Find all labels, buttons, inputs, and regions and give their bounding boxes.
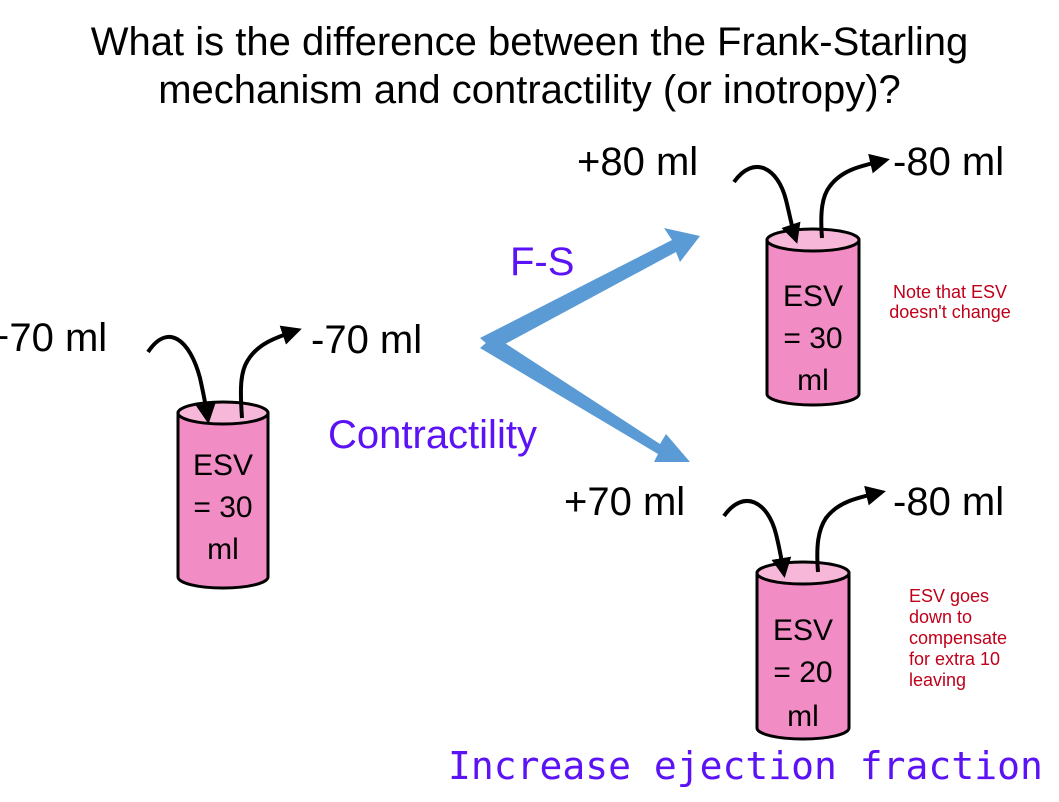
contractility-note-line-1: ESV goes [909, 586, 990, 606]
title-line-2: mechanism and contractility (or inotropy… [158, 68, 901, 112]
contractility-note-line-3: compensate [909, 628, 1008, 648]
contractility-esv-line-3: ml [787, 700, 819, 733]
fs-branch-arrow [480, 228, 700, 350]
conclusion-label: Increase ejection fraction [448, 744, 1043, 788]
baseline-inflow-arrow [146, 334, 216, 424]
contractility-inflow-arrow [722, 499, 792, 578]
baseline-esv-line-2: = 30 [193, 491, 253, 524]
baseline-esv-line-3: ml [207, 533, 239, 566]
contractility-note-line-4: for extra 10 [909, 649, 1001, 669]
contractility-note-line-2: down to [909, 607, 973, 627]
fs-outflow-label: -80 ml [893, 140, 1005, 184]
contractility-cylinder [755, 560, 851, 741]
fs-outflow-arrow [819, 153, 890, 239]
baseline-esv-line-1: ESV [192, 449, 254, 482]
fs-note-line-2: doesn't change [889, 302, 1011, 322]
contractility-esv-line-1: ESV [772, 614, 834, 647]
baseline-outflow-arrow [238, 325, 302, 419]
baseline-outflow-label: -70 ml [311, 318, 423, 362]
contractility-note-line-5: leaving [909, 670, 967, 690]
fs-esv-line-3: ml [797, 364, 829, 397]
contractility-outflow-label: -80 ml [893, 480, 1005, 524]
baseline-inflow-label: +70 ml [0, 316, 108, 360]
fs-inflow-label: +80 ml [577, 140, 699, 184]
fs-note-line-1: Note that ESV [892, 282, 1008, 302]
contractility-branch-label: Contractility [328, 413, 537, 457]
fs-inflow-arrow [732, 165, 801, 244]
fs-esv-line-2: = 30 [783, 322, 843, 355]
contractility-inflow-label: +70 ml [564, 480, 686, 524]
contractility-outflow-arrow [815, 485, 886, 573]
contractility-esv-line-2: = 20 [773, 656, 833, 689]
fs-esv-line-1: ESV [782, 280, 844, 313]
title-line-1: What is the difference between the Frank… [90, 20, 969, 64]
fs-branch-label: F-S [510, 240, 575, 284]
contractility-branch-arrow [480, 336, 690, 462]
